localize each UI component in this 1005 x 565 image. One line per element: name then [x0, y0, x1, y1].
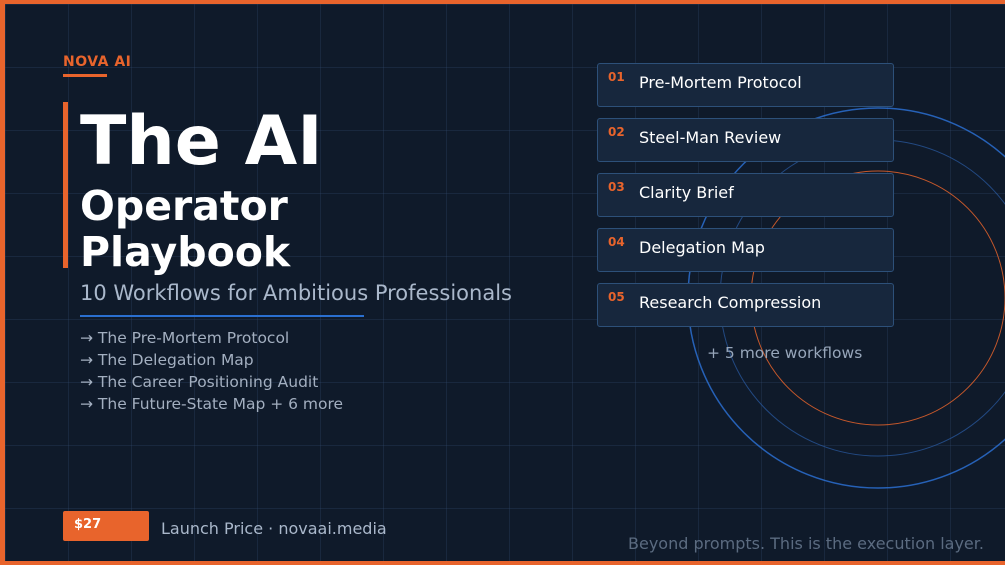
title-line-2: Operator [80, 182, 288, 230]
workflow-number: 04 [608, 235, 625, 249]
workflow-label: Delegation Map [639, 238, 765, 257]
workflow-number: 05 [608, 290, 625, 304]
workflow-label: Steel-Man Review [639, 128, 782, 147]
title-line-3: Playbook [80, 228, 291, 276]
workflow-label: Clarity Brief [639, 183, 734, 202]
workflow-number: 02 [608, 125, 625, 139]
price-badge: $27 [63, 511, 149, 541]
bullet-list: → The Pre-Mortem Protocol → The Delegati… [80, 327, 343, 415]
bullet-item: → The Delegation Map [80, 351, 254, 369]
brand-label: NOVA AI [63, 54, 132, 70]
title-sub: Operator Playbook [80, 183, 290, 275]
bullet-item: → The Career Positioning Audit [80, 373, 319, 391]
workflow-card: 01 Pre-Mortem Protocol [597, 63, 894, 107]
workflow-card: 02 Steel-Man Review [597, 118, 894, 162]
brand-underline [63, 74, 107, 77]
workflow-card: 04 Delegation Map [597, 228, 894, 272]
launch-price-link[interactable]: Launch Price · novaai.media [161, 519, 387, 538]
bullet-item: → The Future-State Map + 6 more [80, 395, 344, 413]
title-accent-bar [63, 102, 68, 268]
workflow-label: Pre-Mortem Protocol [639, 73, 802, 92]
workflow-number: 01 [608, 70, 625, 84]
subtitle: 10 Workflows for Ambitious Professionals [80, 281, 512, 305]
subtitle-rule [80, 315, 364, 317]
tagline: Beyond prompts. This is the execution la… [628, 534, 984, 553]
workflow-card: 05 Research Compression [597, 283, 894, 327]
bullet-item: → The Pre-Mortem Protocol [80, 329, 290, 347]
workflow-label: Research Compression [639, 293, 822, 312]
workflow-number: 03 [608, 180, 625, 194]
more-workflows-note: + 5 more workflows [707, 344, 863, 362]
title-main: The AI [80, 102, 323, 181]
workflow-card: 03 Clarity Brief [597, 173, 894, 217]
